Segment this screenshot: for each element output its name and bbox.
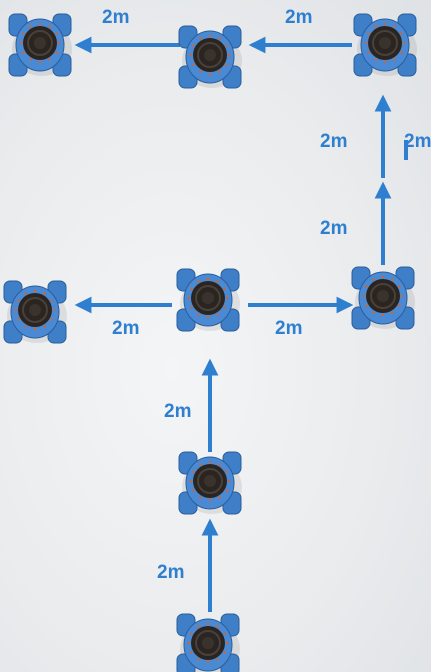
- robot-icon: [353, 13, 417, 77]
- robot-icon: [176, 613, 240, 672]
- distance-label: 2m: [157, 562, 185, 583]
- robot-icon: [8, 13, 72, 77]
- robot-icon: [178, 25, 242, 89]
- distance-label: 2m: [275, 318, 303, 339]
- trajectory-diagram: [3, 13, 417, 672]
- distance-label-partial: 2m: [404, 131, 431, 152]
- robot-icon: [178, 451, 242, 515]
- distance-label: 2m: [285, 7, 313, 28]
- robots-layer: [3, 13, 417, 672]
- distance-label: 2m: [112, 318, 140, 339]
- distance-label: 2m: [320, 131, 348, 152]
- distance-label: 2m: [102, 7, 130, 28]
- distance-label: 2m: [320, 218, 348, 239]
- robot-icon: [176, 268, 240, 332]
- arrows-layer: [74, 36, 408, 612]
- robot-icon: [3, 280, 67, 344]
- distance-label: 2m: [164, 401, 192, 422]
- robot-icon: [351, 266, 415, 330]
